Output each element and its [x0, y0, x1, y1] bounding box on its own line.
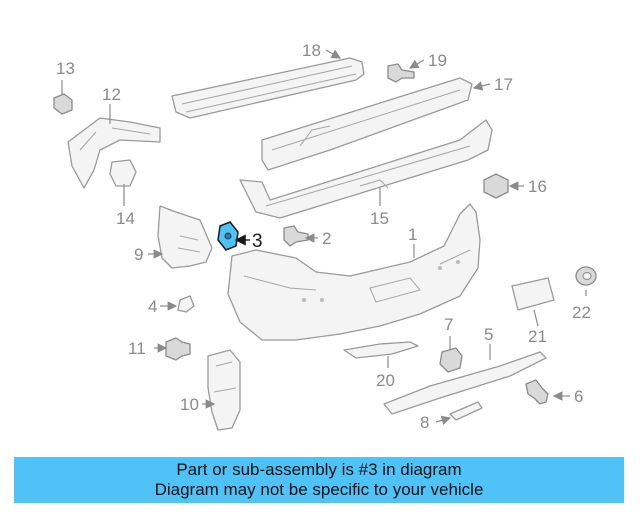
reflector-20-part[interactable] [343, 341, 419, 359]
guide-bracket-9-part[interactable] [157, 205, 213, 269]
strip-8-part[interactable] [449, 401, 483, 421]
callout-14: 14 [116, 209, 135, 228]
leader-lines [61, 49, 587, 425]
side-bracket-part[interactable] [67, 117, 161, 189]
sensor-7-part[interactable] [439, 347, 463, 373]
callout-11: 11 [128, 339, 146, 358]
callout-6: 6 [574, 387, 583, 406]
callout-3-selected: 3 [252, 231, 263, 252]
callout-19: 19 [428, 51, 447, 70]
bolt-2-part[interactable] [283, 225, 309, 247]
callout-4: 4 [148, 297, 157, 316]
banner-line-part-number: Part or sub-assembly is #3 in diagram [176, 460, 462, 479]
lower-trim-5-part[interactable] [383, 351, 547, 415]
banner-line-disclaimer: Diagram may not be specific to your vehi… [154, 480, 484, 499]
callout-17: 17 [494, 75, 513, 94]
callout-10: 10 [180, 395, 199, 414]
clip-4-part[interactable] [177, 295, 195, 313]
cap-22-part[interactable] [575, 266, 597, 286]
plate-bracket-21-part[interactable] [511, 277, 555, 311]
info-banner: Part or sub-assembly is #3 in diagram Di… [14, 457, 624, 503]
callout-labels: 13 12 14 18 19 17 16 15 9 3 2 1 4 11 10 … [56, 41, 591, 432]
callout-21: 21 [528, 327, 547, 346]
callout-12: 12 [102, 85, 121, 104]
bumper-cover-1-part[interactable] [227, 203, 481, 341]
lower-bracket-10-part[interactable] [207, 349, 241, 431]
retainer-3-part-highlighted[interactable] [217, 221, 239, 251]
clip-14-part[interactable] [109, 159, 137, 187]
callout-16: 16 [528, 177, 547, 196]
callout-20: 20 [376, 371, 395, 390]
callout-18: 18 [302, 41, 321, 60]
bolt-19-part[interactable] [387, 63, 415, 83]
callout-7: 7 [444, 315, 453, 334]
energy-absorber-part[interactable] [261, 77, 473, 171]
callout-15: 15 [370, 209, 389, 228]
parts-diagram: 13 12 14 18 19 17 16 15 9 3 2 1 4 11 10 … [53, 41, 597, 432]
reinforcement-part[interactable] [239, 119, 493, 219]
callout-13: 13 [56, 59, 75, 78]
bolt-6-part[interactable] [525, 379, 549, 405]
callout-5: 5 [484, 325, 493, 344]
callout-9: 9 [134, 245, 143, 264]
callout-8: 8 [420, 413, 429, 432]
callout-2: 2 [322, 229, 331, 248]
screw-11-part[interactable] [165, 337, 191, 361]
callout-1: 1 [408, 225, 417, 244]
callout-22: 22 [572, 303, 591, 322]
impact-bar-part[interactable] [171, 57, 365, 119]
nut-13-part[interactable] [53, 93, 73, 115]
nut-16-part[interactable] [483, 173, 509, 199]
